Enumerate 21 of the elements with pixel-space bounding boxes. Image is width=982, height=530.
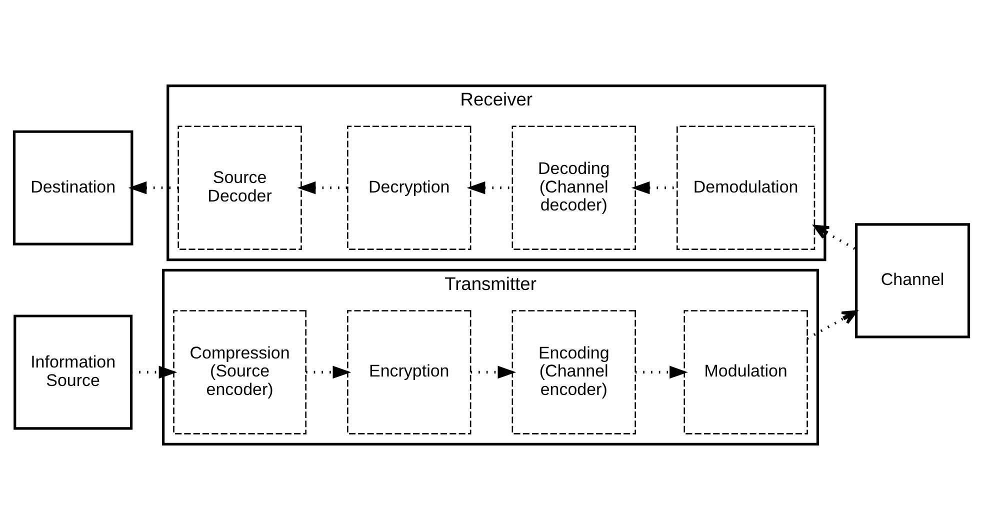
arrow — [466, 181, 512, 194]
node-box: Destination — [12, 130, 133, 246]
arrow — [806, 310, 857, 340]
node-box: Information Source — [13, 314, 132, 430]
node-box: Source Decoder — [177, 126, 302, 250]
arrow — [130, 366, 177, 379]
arrow — [634, 366, 688, 379]
arrow — [813, 224, 856, 251]
node-box: Compression (Source encoder) — [172, 310, 306, 434]
arrow — [296, 181, 347, 194]
arrow — [470, 366, 516, 379]
node-box: Modulation — [683, 310, 808, 434]
node-box: Demodulation — [676, 126, 815, 250]
arrow — [306, 366, 351, 379]
node-box: Encryption — [346, 310, 471, 434]
node-box: Encoding (Channel encoder) — [511, 310, 636, 434]
node-box: Decryption — [346, 126, 471, 250]
node-box: Decoding (Channel decoder) — [511, 126, 636, 250]
node-box: Channel — [854, 223, 970, 338]
arrow — [128, 181, 178, 194]
arrow — [630, 181, 677, 194]
